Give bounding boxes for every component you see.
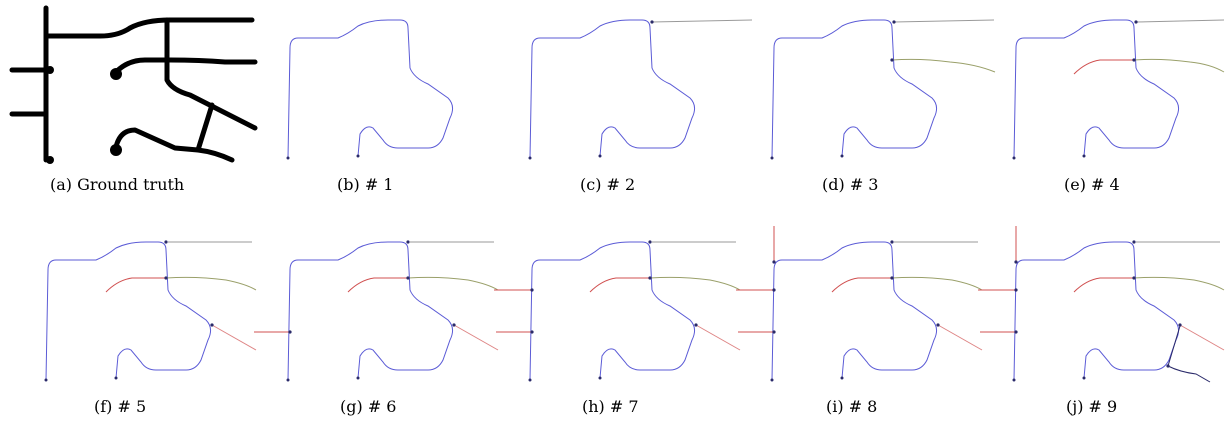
panel-caption: (g) # 6 xyxy=(340,397,396,416)
gt-road xyxy=(43,17,255,39)
panel-b: (b) # 1 xyxy=(286,19,454,194)
panel-caption: (i) # 8 xyxy=(826,397,877,416)
panel-i: (i) # 8 xyxy=(736,226,983,416)
panel-j: (j) # 9 xyxy=(978,226,1225,416)
panel-g: (g) # 6 xyxy=(254,239,499,416)
gt-road xyxy=(113,127,235,163)
panel-f: (f) # 5 xyxy=(44,239,257,416)
panel-c: (c) # 2 xyxy=(528,19,753,194)
gt-road xyxy=(113,57,258,75)
panel-caption: (a) Ground truth xyxy=(50,175,184,194)
panel-caption: (c) # 2 xyxy=(580,175,635,194)
panel-caption: (j) # 9 xyxy=(1066,397,1117,416)
panel-a-ground-truth: (a) Ground truth xyxy=(9,5,258,194)
panel-caption: (b) # 1 xyxy=(337,175,393,194)
panel-caption: (f) # 5 xyxy=(94,397,146,416)
panel-caption: (e) # 4 xyxy=(1064,175,1120,194)
panel-h: (h) # 7 xyxy=(494,239,741,416)
gt-road xyxy=(164,57,258,131)
panel-e: (e) # 4 xyxy=(1012,19,1225,194)
panel-caption: (d) # 3 xyxy=(822,175,878,194)
panel-d: (d) # 3 xyxy=(770,19,996,194)
panel-caption: (h) # 7 xyxy=(582,397,639,416)
gt-road xyxy=(195,102,215,153)
